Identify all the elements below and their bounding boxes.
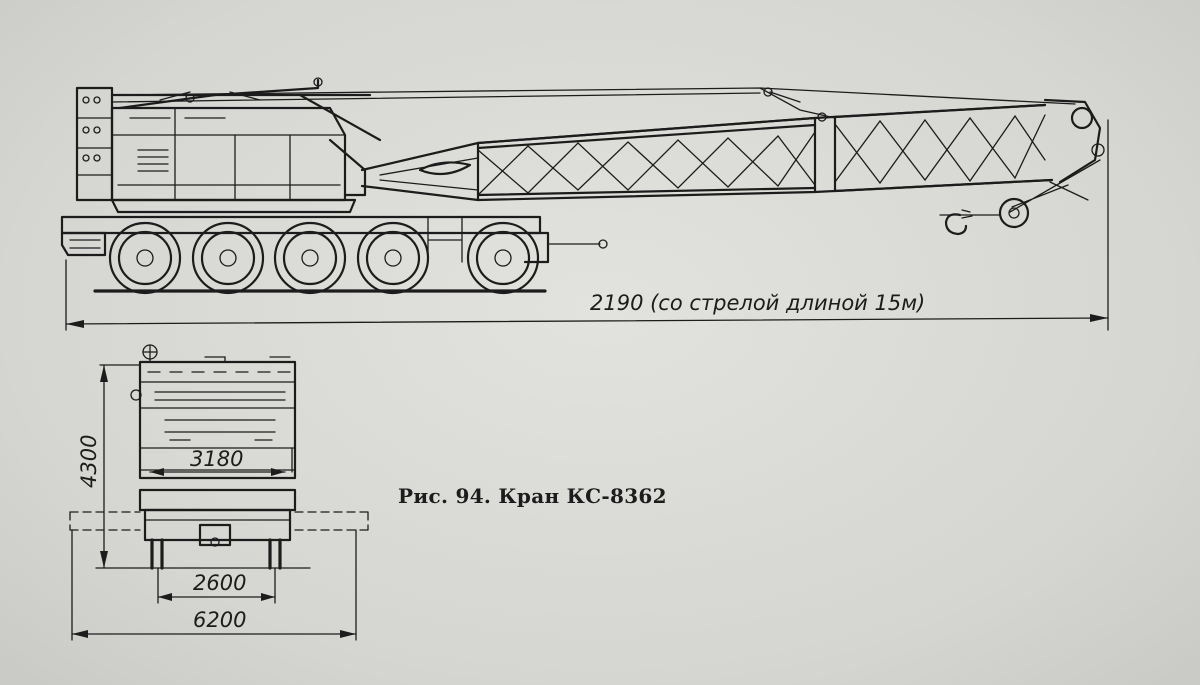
- outrigger-span-label: 6200: [193, 608, 246, 632]
- lattice-boom: [360, 98, 1105, 202]
- boom-pendants: [111, 87, 1076, 122]
- carrier-wheels: [108, 221, 540, 295]
- height-dimension: [99, 364, 141, 569]
- hook-block: [939, 159, 1101, 236]
- wheel: [466, 221, 540, 295]
- outriggers: [69, 511, 369, 531]
- wheel: [356, 221, 430, 295]
- superstructure-width-label: 3180: [190, 447, 243, 471]
- length-dimension: [65, 119, 1109, 331]
- superstructure: [75, 86, 367, 214]
- length-dimension-label: 2190 (со стрелой длиной 15м): [590, 291, 925, 315]
- height-dimension-label: 4300: [77, 435, 101, 488]
- superstructure-width-dimension: [149, 468, 286, 476]
- wheel: [273, 221, 347, 295]
- wheel: [191, 221, 265, 295]
- track-width-dimension: [157, 567, 276, 604]
- wheel: [108, 221, 182, 295]
- rear-carrier: [95, 488, 311, 570]
- figure-caption: Рис. 94. Кран КС-8362: [398, 484, 667, 508]
- crane-rear-view: 3180 4300: [69, 344, 369, 641]
- rear-superstructure: [130, 344, 297, 480]
- track-width-label: 2600: [193, 571, 246, 595]
- carrier-chassis: [60, 215, 608, 293]
- outrigger-span-dimension: [71, 529, 357, 641]
- crane-side-view: 2190 (со стрелой длиной 15м): [60, 77, 1109, 331]
